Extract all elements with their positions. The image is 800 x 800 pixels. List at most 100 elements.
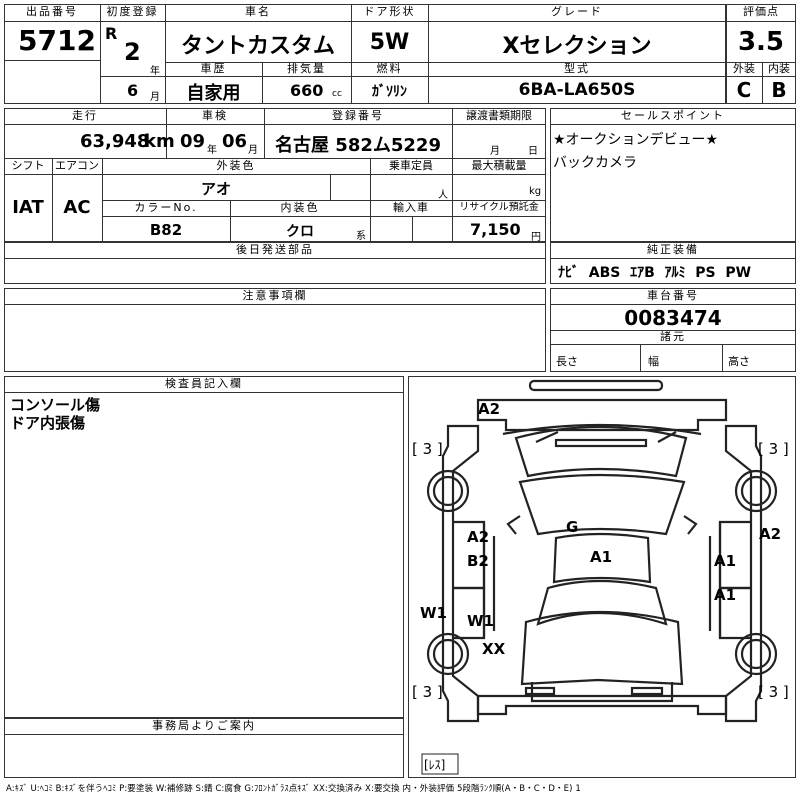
- divider: [550, 344, 796, 345]
- wheel-fr-inner: [740, 475, 772, 507]
- mark-roof: A1: [590, 548, 613, 566]
- divider: [412, 216, 413, 242]
- mark-left-rear-panel: XX: [482, 640, 506, 658]
- inspection-year: 09: [180, 131, 206, 152]
- exterior-color-label: 外装色: [216, 159, 256, 172]
- interior-grade: B: [771, 78, 787, 102]
- interior-color-suffix: 系: [356, 231, 366, 242]
- divider: [102, 216, 546, 217]
- legend: A:ｷｽﾞ U:ﾍｺﾐ B:ｷｽﾞを伴うﾍｺﾐ P:要塗装 W:補修跡 S:錆 …: [6, 784, 581, 794]
- left-mirror: [506, 515, 521, 535]
- divider: [722, 344, 723, 372]
- divider: [726, 76, 796, 77]
- transfer-deadline-label: 譲渡書類期限: [466, 109, 532, 122]
- divider: [52, 158, 53, 242]
- vehicle-history: 自家用: [186, 83, 241, 104]
- divider: [762, 62, 763, 104]
- wheel-fr: [734, 469, 778, 513]
- overall-score: 3.5: [737, 27, 785, 57]
- displacement-label: 排気量: [287, 62, 326, 75]
- divider: [726, 62, 796, 63]
- wheel-rl: [426, 632, 470, 676]
- capacity-unit: 人: [438, 190, 448, 201]
- inspector-note-line: コンソール傷: [10, 396, 101, 414]
- tire-rear-left: [ 3 ]: [412, 683, 443, 701]
- grade-label: グレード: [551, 5, 603, 18]
- mileage-unit: km: [144, 131, 175, 152]
- header-block: [4, 4, 726, 104]
- inspector-note-line: ドア内張傷: [10, 414, 86, 432]
- equipment-block: [550, 242, 796, 284]
- later-parts-block: [4, 242, 546, 284]
- exterior-grade-label: 外装: [733, 62, 755, 75]
- office-notice-label: 事務局よりご案内: [152, 719, 256, 732]
- divider: [550, 258, 796, 259]
- score-label: 評価点: [743, 5, 779, 18]
- notes-label: 注意事項欄: [242, 289, 308, 302]
- shift: IAT: [12, 197, 44, 218]
- chassis-number-label: 車台番号: [647, 289, 699, 302]
- mark-right-front-fender: A2: [759, 525, 782, 543]
- mark-right-front-door: A1: [714, 552, 737, 570]
- mileage-label: 走行: [72, 109, 98, 122]
- sales-point-block: [550, 108, 796, 242]
- chassis-number: 0083474: [624, 306, 722, 330]
- inspection-month: 06: [222, 131, 248, 152]
- equipment-label: 純正装備: [647, 243, 699, 256]
- hood-line: [657, 431, 677, 443]
- interior-color-label: 内装色: [280, 201, 320, 214]
- plate-number: 名古屋 582ム5229: [275, 135, 441, 156]
- model-code: 6BA-LA650S: [518, 80, 636, 100]
- divider: [262, 62, 263, 104]
- car-name-label: 車名: [245, 5, 271, 18]
- divider: [428, 21, 726, 22]
- hood-strip: [554, 438, 648, 448]
- rear-window: [536, 579, 668, 626]
- registration-year: 2: [124, 38, 141, 66]
- lot-number-label: 出品番号: [26, 5, 78, 18]
- recycle-deposit-unit: 円: [531, 232, 541, 243]
- divider: [351, 62, 352, 104]
- tire-rear-right: [ 3 ]: [758, 683, 789, 701]
- door-type: 5W: [369, 30, 410, 55]
- divider: [4, 304, 546, 305]
- hood: [514, 425, 688, 478]
- mark-left-rocker: W1: [420, 604, 447, 622]
- divider: [4, 174, 546, 175]
- spare-tire: [ﾚｽ]: [424, 758, 446, 772]
- month-unit: 月: [150, 92, 160, 103]
- rear-panel: [530, 682, 674, 703]
- divider: [640, 344, 641, 372]
- wheel-fl: [426, 469, 470, 513]
- mark-left-front-door-2: B2: [467, 552, 489, 570]
- transfer-day-unit: 日: [528, 146, 538, 157]
- office-notice-block: [4, 718, 404, 778]
- divider: [550, 304, 796, 305]
- mark-front-bumper: A2: [478, 400, 501, 418]
- first-registration-label: 初度登録: [106, 5, 159, 18]
- divider: [4, 258, 546, 259]
- front-bumper: [476, 398, 728, 432]
- score-block: [726, 4, 796, 104]
- right-mirror: [683, 515, 698, 535]
- divider: [230, 200, 231, 242]
- wheel-rr-inner: [740, 638, 772, 670]
- divider: [100, 76, 165, 77]
- exterior-color: アオ: [200, 180, 231, 198]
- divider: [100, 21, 452, 22]
- displacement-unit: cc: [332, 89, 342, 99]
- front-bumper-edge: [528, 379, 664, 392]
- fuel: ｶﾞｿﾘﾝ: [372, 84, 407, 100]
- divider: [330, 174, 331, 200]
- color-number-label: カラーNo.: [134, 201, 198, 214]
- roof: [552, 532, 652, 584]
- windshield: [518, 473, 686, 536]
- divider: [428, 62, 429, 104]
- history-label: 車歴: [200, 62, 227, 75]
- left-body-outline: [441, 424, 480, 723]
- inspector-notes-block: [4, 376, 404, 718]
- divider: [100, 4, 101, 104]
- divider: [351, 4, 352, 62]
- sales-point-label: セールスポイント: [621, 109, 725, 122]
- equipment-list: ﾅﾋﾞ ABS ｴｱB ｱﾙﾐ PS PW: [558, 265, 752, 281]
